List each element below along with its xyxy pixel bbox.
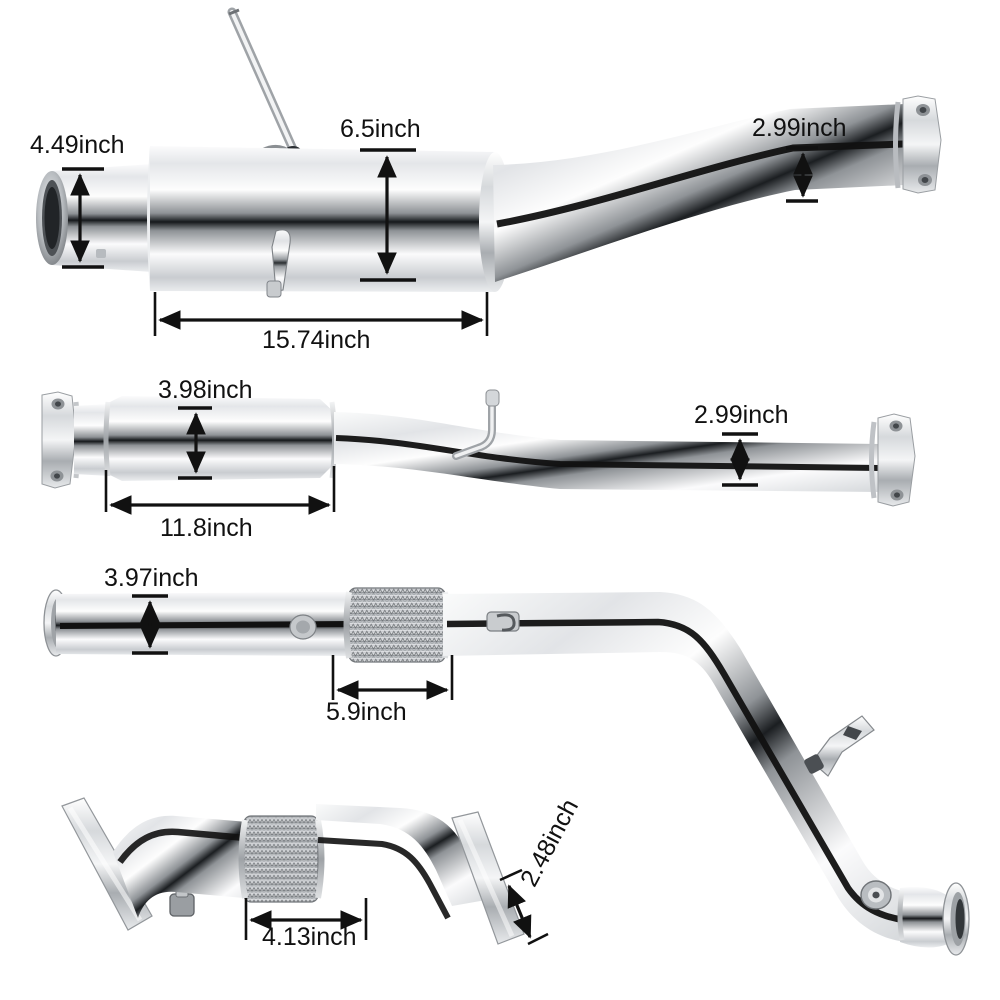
dimension-label-muffler-length: 15.74inch [262,326,371,354]
dimension-label-resonator-length: 11.8inch [160,514,253,542]
dimension-label-resonator-diameter: 3.98inch [158,376,253,404]
component-mid-pipe-resonator [41,389,916,515]
muffler-body [147,146,511,292]
dimension-label-flex-length-row4: 4.13inch [262,923,357,951]
dimension-flex-length-row3 [331,655,454,700]
hanger-rod-icon-row2 [452,389,500,460]
dimension-flex-length-row4 [244,898,368,940]
flex-braid-row4 [238,815,325,903]
hanger-rod-icon [227,7,302,161]
round-flange-right-row3 [897,882,970,956]
dimension-label-pipe-diameter-row2: 2.99inch [694,401,789,429]
dimension-label-flex-length-row3: 5.9inch [326,698,407,726]
dimension-resonator-diameter [178,406,212,480]
dimension-label-pipe-diameter-row1: 2.99inch [752,114,847,142]
oval-flange-right [893,95,942,194]
dimension-label-muffler-diameter: 6.5inch [340,115,421,143]
oval-flange-left-row2 [41,391,81,489]
o2-bung-icon [289,614,317,640]
dimension-pipe-diameter-row4 [499,868,549,946]
dimension-label-pipe-diameter-row3: 3.97inch [104,564,199,592]
dimension-tip-diameter [62,167,104,269]
bracket-clip-icon [486,611,520,632]
exhaust-tip [36,164,152,272]
downpipe-left-seg [113,815,248,918]
hanger-hook-icon [266,229,291,298]
oval-flange-right-row2 [869,413,916,507]
downpipe-body [443,592,905,942]
downpipe-right-seg [316,804,486,920]
dimension-muffler-length [153,292,489,336]
component-downpipe-flex [61,797,549,946]
flex-braid-row3 [343,587,451,663]
dimension-label-tip-diameter: 4.49inch [30,131,125,159]
component-front-pipe-flex [43,587,970,956]
dimension-pipe-diameter-row1 [786,146,818,203]
dimension-resonator-length [104,466,336,515]
dimension-pipe-diameter-row3 [132,594,168,655]
inlet-pipe-row2 [74,404,110,476]
hanger-bracket-icon [804,715,875,777]
component-axle-back-muffler [36,7,942,336]
mid-pipe-row2 [334,412,880,492]
o2-sensor-icon [860,880,892,910]
dimension-muffler-diameter [360,148,416,282]
flat-flange-left-row4 [61,797,153,931]
dimension-pipe-diameter-row2 [722,432,758,487]
resonator-body [103,396,337,481]
